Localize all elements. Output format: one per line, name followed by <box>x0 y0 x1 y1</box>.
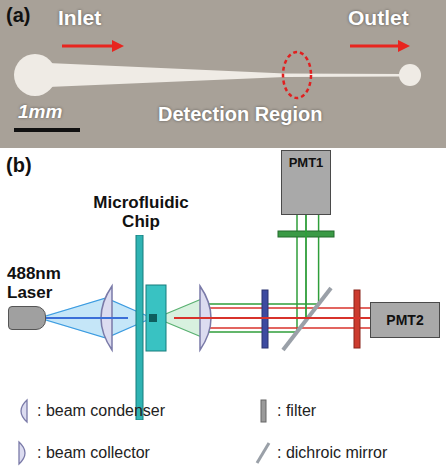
legend-text: : beam collector <box>37 444 150 462</box>
condenser-symbol <box>21 400 27 422</box>
heading-holder: Microfluidic Chip <box>87 193 195 232</box>
legend-text: : beam condenser <box>37 402 165 420</box>
legend-icon <box>252 398 274 424</box>
legend-text: : filter <box>277 402 316 420</box>
outlet-port <box>399 64 421 86</box>
photomultiplier-tube: PMT2 <box>370 302 440 338</box>
legend-entry: : filter <box>252 398 316 424</box>
legend-entry: : beam condenser <box>12 398 165 424</box>
red-beam <box>206 327 370 329</box>
filter-symbol <box>261 400 266 422</box>
chip-plate <box>136 235 143 420</box>
green-beam <box>318 215 320 304</box>
port-label: Inlet <box>58 6 101 30</box>
detector-label: PMT1 <box>282 155 330 170</box>
microfluidic-chip: Microfluidic Chip <box>128 235 174 420</box>
light-beam <box>174 317 370 319</box>
panel-letter: (b) <box>6 154 32 177</box>
chip-label: Microfluidic Chip <box>87 193 195 232</box>
arrow-head <box>398 40 410 52</box>
laser-label: 488nm Laser <box>7 264 71 303</box>
collector-symbol <box>19 442 25 464</box>
panel-letter: (a) <box>6 4 30 27</box>
legend-text: : dichroic mirror <box>277 444 387 462</box>
laser-source: 488nm Laser <box>8 306 46 330</box>
chip-window <box>149 314 157 322</box>
heading-holder: 488nm Laser <box>7 264 71 303</box>
chip-outline <box>128 235 174 420</box>
light-beam <box>174 215 306 318</box>
dichroic-mirror <box>283 288 331 350</box>
legend-entry: : dichroic mirror <box>252 440 387 466</box>
dichroic-symbol <box>257 443 269 463</box>
light-beam <box>46 317 128 319</box>
legend-icon <box>12 398 34 424</box>
green-beam <box>206 331 297 333</box>
detector-label: PMT2 <box>386 312 423 328</box>
legend-icon <box>12 440 34 466</box>
detection-ellipse <box>283 52 311 98</box>
legend-entry: : beam collector <box>12 440 150 466</box>
region-label: Detection Region <box>158 103 322 126</box>
chip-block <box>146 285 166 351</box>
chip-photo <box>0 0 446 148</box>
red-beam <box>206 307 370 309</box>
flow-arrow <box>350 45 399 48</box>
scale-bar <box>14 128 80 132</box>
blue-filter <box>262 290 268 348</box>
legend-icon <box>252 440 274 466</box>
scale-label: 1mm <box>18 101 62 123</box>
arrow-head <box>112 40 124 52</box>
flow-arrow <box>62 45 113 48</box>
red-filter <box>354 290 360 348</box>
port-label: Outlet <box>348 6 409 30</box>
photomultiplier-tube: PMT1 <box>281 150 331 215</box>
channel <box>48 63 402 87</box>
